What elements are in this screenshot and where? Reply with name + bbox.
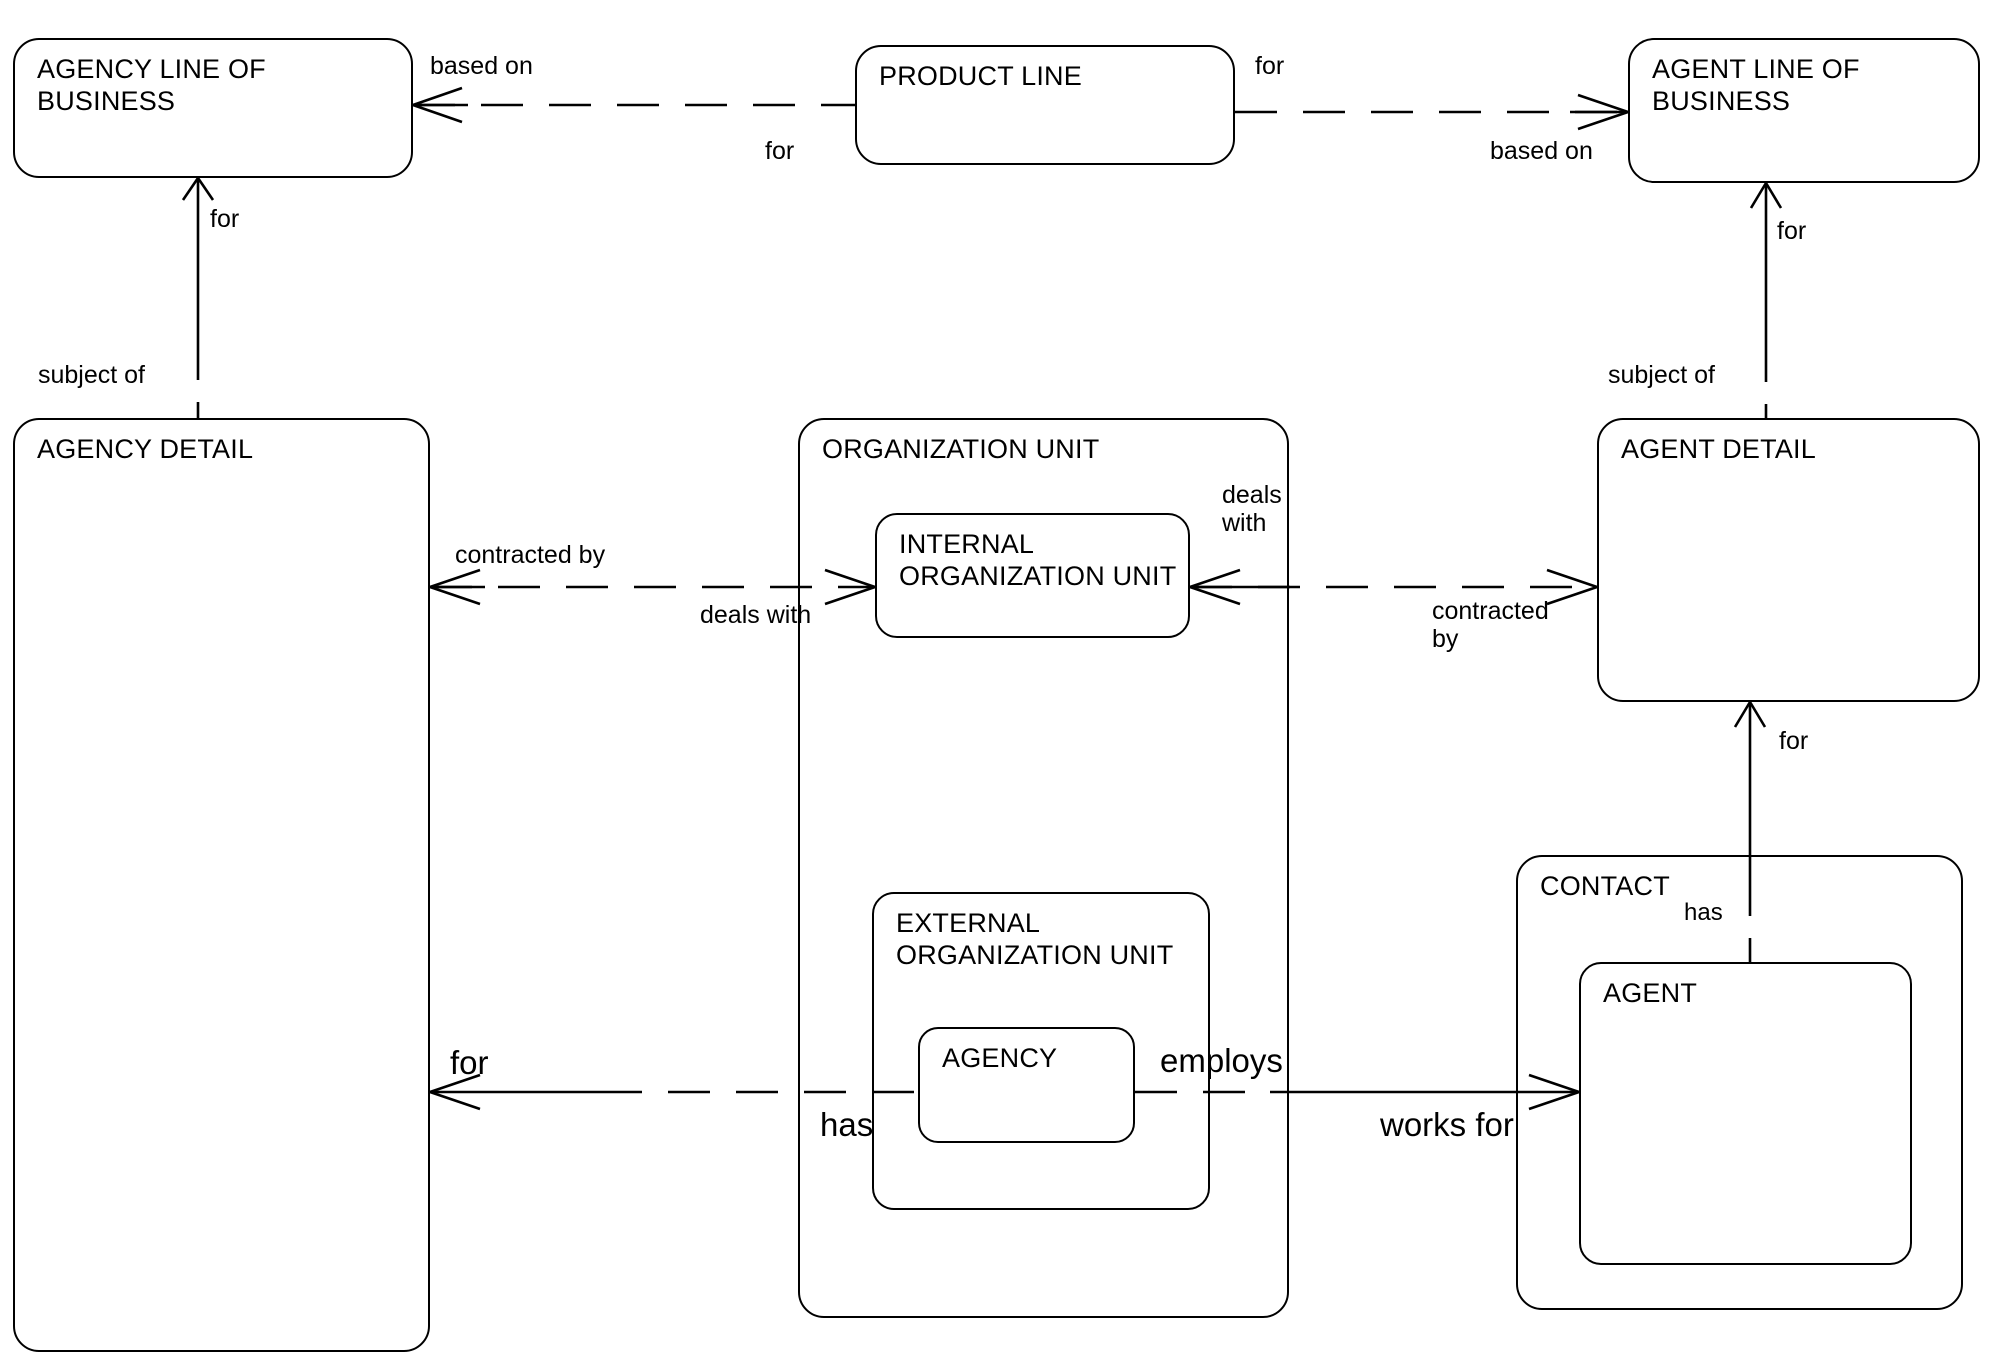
entity-label-external-organization-unit: EXTERNAL ORGANIZATION UNIT (896, 908, 1174, 970)
entity-agent[interactable]: AGENT (1579, 962, 1912, 1265)
relationship-label-for-agent-lob-detail: for (1777, 217, 1807, 245)
entity-label-agent-detail: AGENT DETAIL (1621, 434, 1816, 464)
entity-agent-detail[interactable]: AGENT DETAIL (1597, 418, 1980, 702)
line-agency-detail-to-agency (429, 1073, 918, 1111)
relationship-label-for-product-agency: for (765, 137, 795, 165)
entity-contact[interactable]: CONTACT (1516, 855, 1963, 1310)
line-product-line-to-agent-lob (1235, 93, 1629, 131)
entity-label-internal-organization-unit: INTERNAL ORGANIZATION UNIT (899, 529, 1177, 591)
entity-agency-detail[interactable]: AGENCY DETAIL (13, 418, 430, 1352)
entity-label-contact: CONTACT (1540, 871, 1670, 901)
relationship-label-for-product-agent: for (1255, 52, 1285, 80)
relationship-label-contracted-by-agency: contracted by (455, 541, 606, 569)
relationship-label-based-on-agency-product: based on (430, 52, 533, 80)
entity-label-agency: AGENCY (942, 1043, 1058, 1073)
entity-organization-unit[interactable]: ORGANIZATION UNIT (798, 418, 1289, 1318)
relationship-label-for-agency-lob-detail: for (210, 205, 240, 233)
line-agency-to-agent (1135, 1073, 1580, 1111)
relationship-label-based-on-agent-product: based on (1490, 137, 1593, 165)
entity-internal-organization-unit[interactable]: INTERNAL ORGANIZATION UNIT (875, 513, 1190, 638)
entity-label-agent: AGENT (1603, 978, 1698, 1008)
relationship-label-has-contact-agent: has (1684, 899, 1723, 926)
line-agency-detail-to-internal-org (429, 568, 876, 606)
entity-label-product-line: PRODUCT LINE (879, 61, 1082, 91)
entity-label-agency-line-of-business: AGENCY LINE OF BUSINESS (37, 54, 266, 116)
line-internal-org-to-agent-detail (1189, 568, 1598, 606)
line-agency-lob-to-product-line (412, 86, 855, 124)
entity-product-line[interactable]: PRODUCT LINE (855, 45, 1235, 165)
entity-agency[interactable]: AGENCY (918, 1027, 1135, 1143)
entity-label-organization-unit: ORGANIZATION UNIT (822, 434, 1100, 464)
line-agency-lob-to-agency-detail (181, 177, 215, 418)
relationship-label-for-agency-detail-agency: for (450, 1044, 489, 1081)
relationship-label-subject-of-agency: subject of (38, 361, 146, 389)
relationship-label-for-agent-detail-contact: for (1779, 727, 1809, 755)
relationship-label-deals-with-internal-left: deals with (700, 601, 812, 629)
entity-agent-line-of-business[interactable]: AGENT LINE OF BUSINESS (1628, 38, 1980, 183)
entity-label-agency-detail: AGENCY DETAIL (37, 434, 254, 464)
entity-external-organization-unit[interactable]: EXTERNAL ORGANIZATION UNIT (872, 892, 1210, 1210)
relationship-label-employs-agency-agent: employs (1160, 1042, 1283, 1079)
line-agent-lob-to-agent-detail (1749, 182, 1783, 418)
relationship-label-contracted-by-agent: contracted by (1432, 597, 1549, 653)
relationship-label-works-for-agent-agency: works for (1380, 1106, 1514, 1143)
relationship-label-has-external-org-agency: has (820, 1106, 874, 1143)
relationship-label-deals-with-internal-right: deals with (1222, 481, 1282, 537)
relationship-label-subject-of-agent: subject of (1608, 361, 1716, 389)
entity-agency-line-of-business[interactable]: AGENCY LINE OF BUSINESS (13, 38, 413, 178)
entity-label-agent-line-of-business: AGENT LINE OF BUSINESS (1652, 54, 1860, 116)
